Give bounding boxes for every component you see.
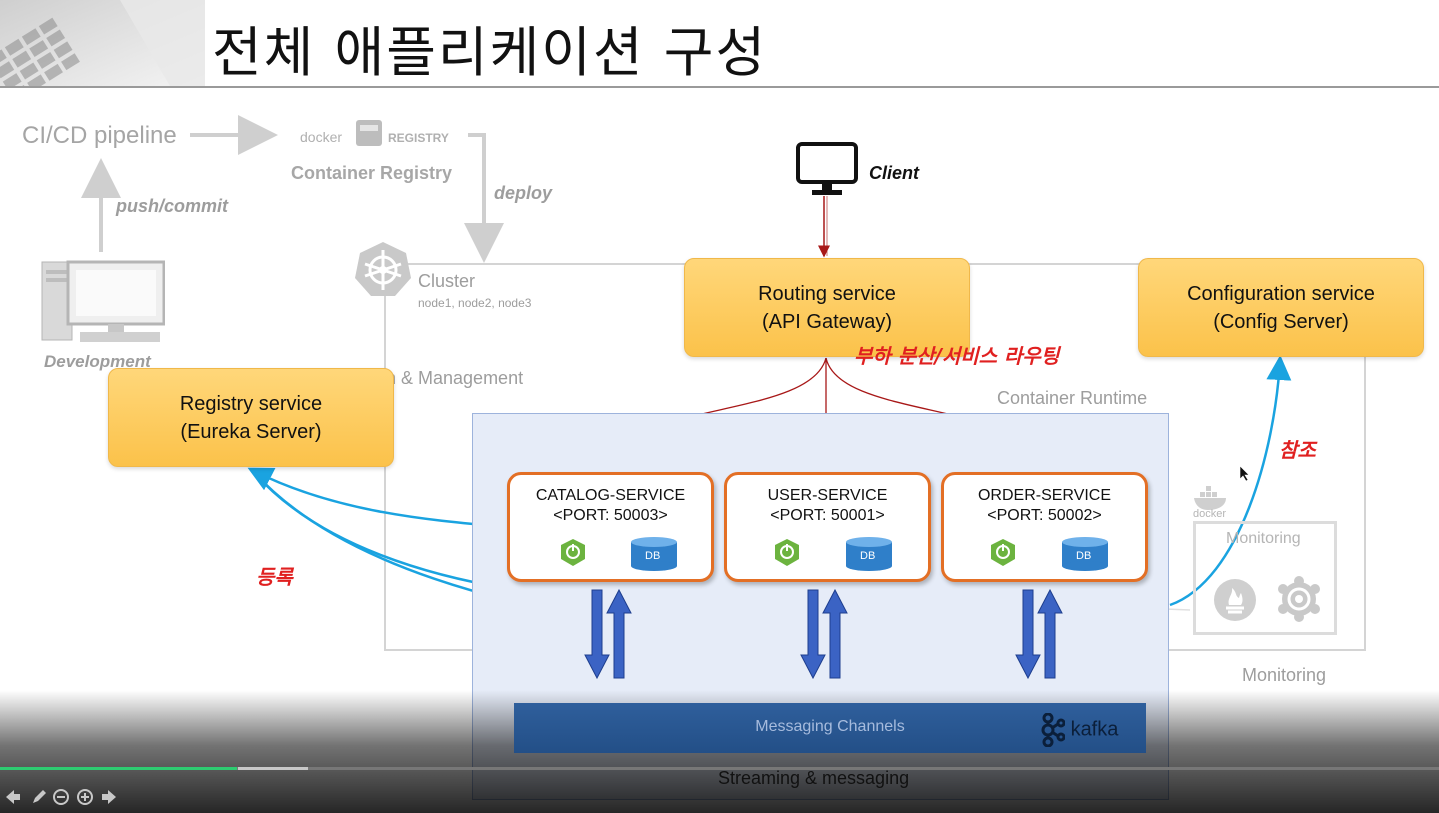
client-label: Client xyxy=(869,163,920,183)
registry-service-box: Registry service (Eureka Server) xyxy=(108,368,394,467)
container-registry-label: Container Registry xyxy=(291,163,453,183)
zoom-in-icon[interactable] xyxy=(76,788,94,806)
service-port: <PORT: 50002> xyxy=(987,507,1102,524)
db-label: DB xyxy=(1076,550,1092,562)
service-name: USER-SERVICE xyxy=(767,487,888,504)
routing-service-subtitle: (API Gateway) xyxy=(761,310,893,333)
configuration-service-box: Configuration service (Config Server) xyxy=(1138,258,1424,357)
routing-service-title: Routing service xyxy=(758,282,896,305)
docker-whale-icon xyxy=(1192,486,1230,510)
streaming-messaging-label: Streaming & messaging xyxy=(718,768,910,788)
monitoring-container xyxy=(1193,521,1337,635)
service-port: <PORT: 50001> xyxy=(770,507,885,524)
container-runtime-label: Container Runtime xyxy=(997,388,1148,408)
registry-service-subtitle: (Eureka Server) xyxy=(180,420,322,443)
database-cylinder-icon xyxy=(1062,537,1108,571)
cluster-nodes-label: node1, node2, node3 xyxy=(418,296,532,310)
prometheus-icon xyxy=(1213,578,1257,622)
zoom-out-icon[interactable] xyxy=(52,788,70,806)
database-cylinder-icon xyxy=(631,537,677,571)
previous-arrow-icon[interactable] xyxy=(4,788,22,806)
title-divider xyxy=(0,86,1439,88)
spring-boot-icon xyxy=(991,539,1015,566)
messaging-channels-bar: Messaging Channels kafka xyxy=(514,703,1146,753)
mouse-cursor-icon xyxy=(1239,465,1250,482)
slide-title: 전체 애플리케이션 구성 xyxy=(212,21,768,84)
registration-annotation: 등록 xyxy=(256,565,293,589)
grafana-icon xyxy=(1276,576,1322,622)
laptop-decoration-image xyxy=(0,0,205,86)
kafka-logo: kafka xyxy=(1039,712,1119,748)
ci-cd-pipeline-label: CI/CD pipeline xyxy=(22,122,177,149)
db-label: DB xyxy=(645,550,661,562)
svg-text:REGISTRY: REGISTRY xyxy=(388,131,449,145)
video-progress-played xyxy=(0,767,237,770)
client-monitor-icon xyxy=(796,142,858,196)
service-name: CATALOG-SERVICE xyxy=(535,487,686,504)
messaging-channels-label: Messaging Channels xyxy=(755,718,905,735)
svg-text:docker: docker xyxy=(300,129,342,145)
next-arrow-icon[interactable] xyxy=(100,788,118,806)
service-port: <PORT: 50003> xyxy=(553,507,668,524)
management-label: n & Management xyxy=(386,368,524,388)
service-name: ORDER-SERVICE xyxy=(977,487,1112,504)
reference-annotation: 참조 xyxy=(1279,438,1316,462)
user-service-box: USER-SERVICE <PORT: 50001> xyxy=(724,472,931,582)
routing-service-box: Routing service (API Gateway) xyxy=(684,258,970,357)
video-progress-track[interactable] xyxy=(0,767,1439,770)
spring-boot-icon xyxy=(561,539,585,566)
cluster-label: Cluster xyxy=(418,271,476,291)
pen-icon[interactable] xyxy=(30,788,48,806)
docker-registry-logo: docker REGISTRY xyxy=(298,112,468,156)
monitoring-inner-label: Monitoring xyxy=(1226,530,1301,547)
push-commit-label: push/commit xyxy=(116,196,229,216)
catalog-service-box: CATALOG-SERVICE <PORT: 50003> xyxy=(507,472,714,582)
deploy-label: deploy xyxy=(494,183,553,203)
docker-label: docker xyxy=(1193,508,1227,520)
registry-service-title: Registry service xyxy=(179,392,323,415)
monitoring-label: Monitoring xyxy=(1242,665,1327,685)
order-service-box: ORDER-SERVICE <PORT: 50002> xyxy=(941,472,1148,582)
config-service-subtitle: (Config Server) xyxy=(1213,310,1349,333)
development-computer-icon xyxy=(40,256,166,346)
development-label: Development xyxy=(44,352,151,371)
spring-boot-icon xyxy=(775,539,799,566)
kafka-label: kafka xyxy=(1070,718,1119,741)
video-progress-buffer xyxy=(238,767,308,770)
kubernetes-icon xyxy=(353,240,413,298)
config-service-title: Configuration service xyxy=(1187,282,1375,305)
db-label: DB xyxy=(860,550,876,562)
database-cylinder-icon xyxy=(846,537,892,571)
load-balancing-annotation: 부하 분산/서비스 라우팅 xyxy=(854,344,1060,368)
